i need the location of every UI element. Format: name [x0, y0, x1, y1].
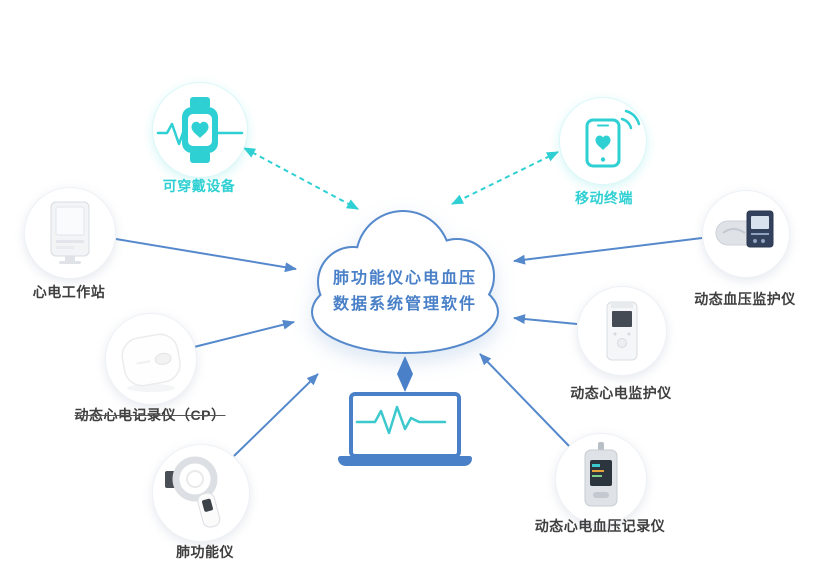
ecg-monitor-label: 动态心电监护仪	[570, 385, 672, 401]
bp-monitor-node	[702, 190, 790, 278]
ecg-bp-recorder-image	[584, 442, 618, 507]
smartphone-icon	[585, 109, 641, 168]
ecg-bp-recorder-label: 动态心电血压记录仪	[534, 518, 666, 534]
ecg-workstation-label: 心电工作站	[32, 284, 106, 300]
arrow-mobile-cloud	[451, 151, 559, 205]
cp-recorder-node	[105, 313, 197, 405]
ecg-workstation-image	[50, 201, 90, 264]
arrow-ecg-monitor-to-cloud	[513, 314, 578, 325]
ecg-workstation-node	[24, 187, 116, 279]
bp-monitor-label: 动态血压监护仪	[694, 291, 796, 307]
cloud-platform: 肺功能仪心电血压 数据系统管理软件	[295, 200, 515, 360]
mobile-terminal-node	[559, 97, 647, 185]
cloud-title-line2: 数据系统管理软件	[332, 296, 477, 313]
bp-monitor-image	[715, 210, 774, 248]
laptop-screen	[349, 392, 461, 458]
cloud-title-line1: 肺功能仪心电血压	[332, 270, 477, 287]
arrow-workstation-to-cloud	[115, 238, 297, 273]
ecg-monitor-image	[606, 301, 638, 361]
spirometer-node	[152, 444, 250, 542]
arrow-cp-recorder-to-cloud	[193, 319, 295, 348]
spirometer-image	[165, 456, 221, 528]
ecg-bp-recorder-node	[555, 433, 647, 525]
spirometer-label: 肺功能仪	[176, 544, 234, 560]
cloud-shape	[311, 210, 499, 354]
arrow-bp-monitor-to-cloud	[513, 237, 703, 265]
smartwatch-icon	[156, 97, 244, 163]
wearable-device-label: 可穿戴设备	[162, 178, 236, 194]
arrow-spirometer-to-cloud	[233, 373, 319, 457]
wearable-device-node	[152, 82, 248, 178]
laptop-base	[338, 456, 472, 466]
management-laptop	[338, 392, 472, 470]
ecg-monitor-node	[577, 286, 667, 376]
arrow-ecg-bp-recorder-to-cloud	[479, 353, 570, 447]
cp-recorder-image	[121, 333, 181, 392]
cp-recorder-label: 动态心电记录仪（CP）	[74, 407, 226, 423]
ecg-waveform-icon	[355, 405, 447, 435]
mobile-terminal-label: 移动终端	[575, 190, 633, 206]
